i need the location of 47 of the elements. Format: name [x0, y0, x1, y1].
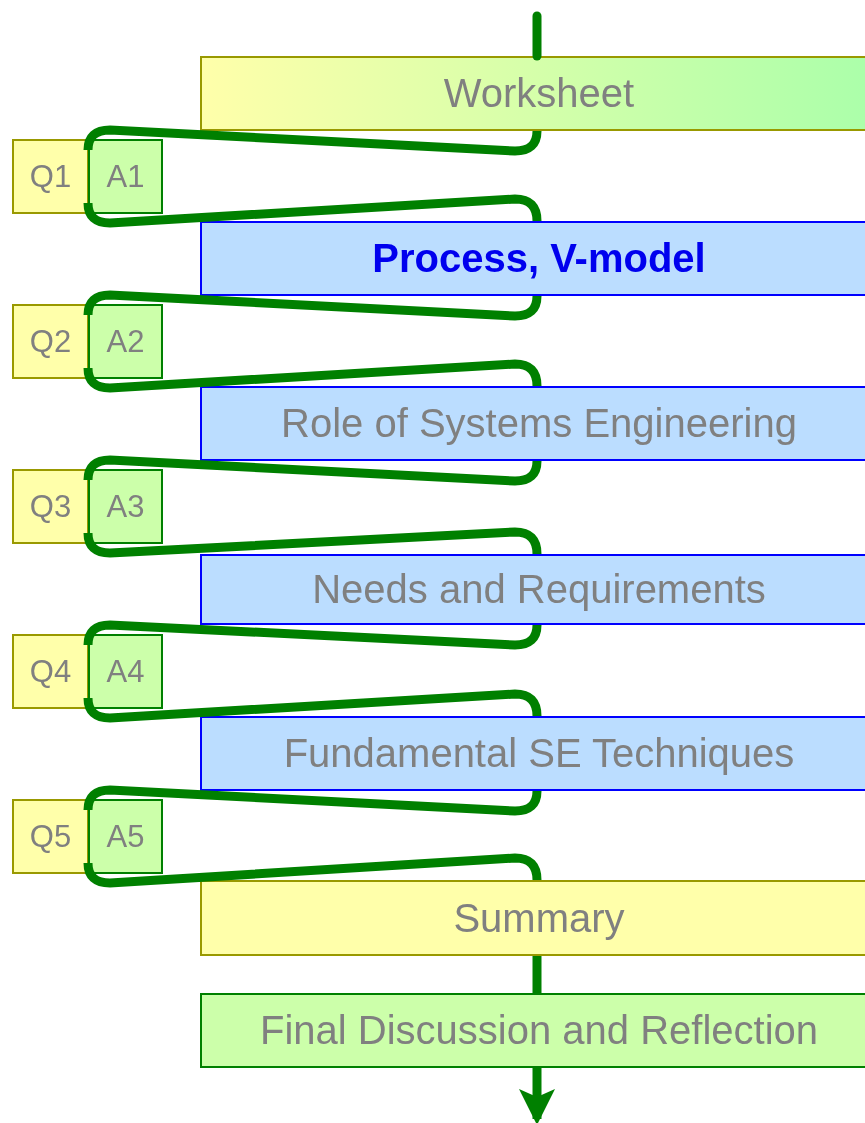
- topic-label: Role of Systems Engineering: [281, 401, 797, 446]
- box-label: Q3: [29, 488, 72, 525]
- connector-line: [532, 11, 542, 61]
- topic-box: [200, 554, 865, 625]
- answer-box: [88, 469, 163, 544]
- topic-box: [200, 386, 865, 461]
- connector-line: [83, 785, 542, 816]
- topic-label: Needs and Requirements: [312, 567, 766, 612]
- box-label: Q1: [29, 158, 72, 195]
- connector-line: [83, 359, 542, 393]
- box-label: Q5: [29, 818, 72, 855]
- topic-label: Process, V-model: [372, 236, 706, 281]
- connector-line: [83, 689, 542, 723]
- connector-line: [83, 194, 542, 228]
- question-box: [12, 139, 89, 214]
- connector-line: [83, 455, 542, 486]
- answer-box: [88, 304, 163, 379]
- connector-line: [83, 527, 542, 558]
- question-box: [12, 799, 89, 874]
- connector-line: [83, 853, 542, 888]
- box-label: A4: [106, 653, 145, 690]
- answer-box: [88, 634, 163, 709]
- arrow: [519, 1068, 555, 1123]
- box-label: Q2: [29, 323, 72, 360]
- topic-label: Fundamental SE Techniques: [283, 731, 795, 776]
- topic-label: Worksheet: [443, 71, 635, 116]
- answer-box: [88, 799, 163, 874]
- connector-line: [83, 125, 542, 156]
- topic-box: [200, 716, 865, 791]
- topic-label: Final Discussion and Reflection: [259, 1008, 818, 1053]
- box-label: A5: [106, 818, 145, 855]
- box-label: A1: [106, 158, 145, 195]
- box-label: A3: [106, 488, 145, 525]
- question-box: [12, 304, 89, 379]
- connector-line: [532, 956, 542, 993]
- question-box: [12, 634, 89, 709]
- topic-box: [200, 221, 865, 296]
- summary-box: [200, 880, 865, 956]
- answer-box: [88, 139, 163, 214]
- topic-label: Summary: [453, 895, 625, 941]
- worksheet-box: [200, 56, 865, 131]
- question-box: [12, 469, 89, 544]
- box-label: Q4: [29, 653, 72, 690]
- final-box: [200, 993, 865, 1068]
- connector-line: [83, 290, 542, 321]
- box-label: A2: [106, 323, 145, 360]
- connector-line: [83, 620, 542, 650]
